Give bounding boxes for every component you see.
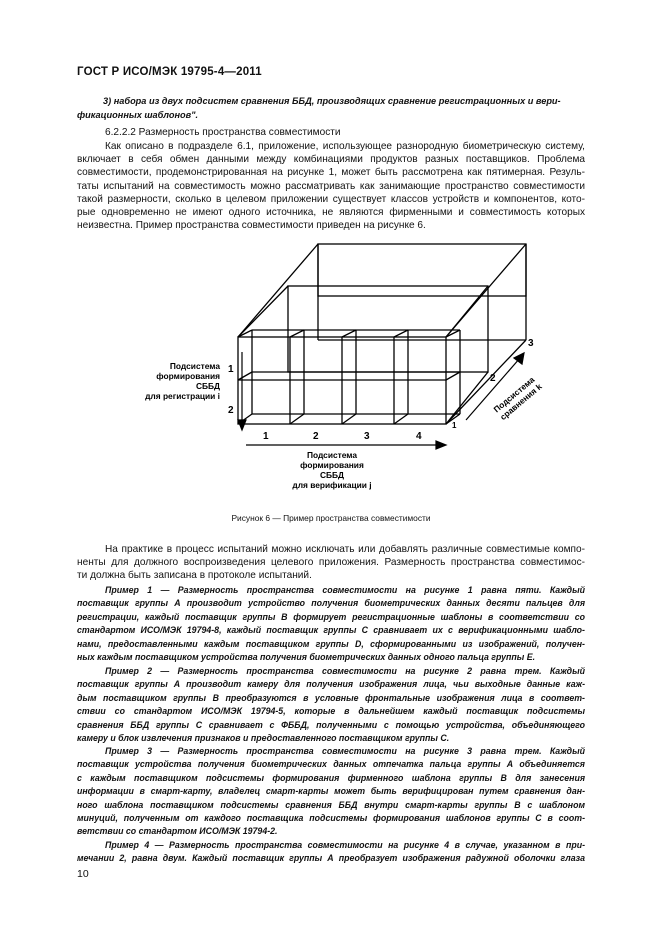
example-4: Пример 4 — Размерность пространства совм… — [77, 839, 585, 866]
right-tick: 2 — [490, 373, 496, 384]
intro-line: фикационных шаблонов". — [77, 110, 199, 120]
paragraph-line: включает в себя обмен данными между комб… — [77, 154, 585, 166]
left-axis-title: Подсистема формирования СББД для регистр… — [145, 361, 220, 401]
example-line: Пример 2 — Размерность пространства совм… — [105, 666, 585, 676]
left-axis-line: СББД — [196, 381, 220, 391]
bottom-axis-line: формирования — [300, 460, 364, 470]
example-3: Пример 3 — Размерность пространства совм… — [77, 745, 585, 839]
paragraph-line: ти должна быть записана в протоколе испы… — [77, 570, 312, 582]
paragraph-line: таты испытаний на совместимость можно ра… — [77, 180, 585, 192]
example-1: Пример 1 — Размерность пространства совм… — [77, 584, 585, 664]
bottom-axis-arrow — [246, 440, 448, 450]
example-line: регистрации, каждый поставщик группы В ф… — [77, 611, 585, 622]
paragraph-line: Как описано в подразделе 6.1, приложение… — [105, 141, 585, 152]
section-paragraph: Как описано в подразделе 6.1, приложение… — [77, 140, 585, 232]
example-line: ного шаблона поставщиком подсистемы срав… — [77, 799, 585, 810]
example-line: камеру и блок извлечения признаков и пре… — [77, 733, 450, 744]
figure-caption: Рисунок 6 — Пример пространства совмести… — [231, 513, 431, 523]
intro-line: 3) набора из двух подсистем сравнения ББ… — [103, 96, 561, 106]
example-line: мечании 2, равна двум. Каждый поставщик … — [77, 853, 585, 864]
example-line: ствии со стандартом ИСО/МЭК 19794-5, кот… — [77, 706, 585, 717]
example-line: информации в смарт-карту, владелец смарт… — [77, 786, 585, 797]
bottom-tick: 4 — [416, 431, 422, 442]
right-tick: 1 — [452, 421, 457, 430]
left-axis-arrow — [237, 352, 247, 432]
paragraph-line: неизвестна. Пример пространства совмести… — [77, 220, 426, 232]
left-axis-line: формирования — [156, 371, 220, 381]
bottom-tick: 3 — [364, 431, 370, 442]
right-axis-arrow — [465, 351, 525, 421]
right-tick: 3 — [528, 338, 534, 349]
example-line: поставщик группы А производит камеру для… — [77, 679, 585, 690]
after-figure-paragraph: На практике в процесс испытаний можно ис… — [77, 543, 585, 583]
box-k3-back — [317, 243, 527, 297]
example-line: Пример 1 — Размерность пространства совм… — [105, 585, 585, 595]
example-line: стандартом ИСО/МЭК 19794-8, каждый поста… — [77, 625, 585, 636]
example-line: сравнения ББД группы С сравнивает с ФББД… — [77, 719, 585, 730]
example-line: минуций, полученным от каждого поставщик… — [77, 813, 585, 824]
paragraph-line: совместимости, продемонстрированная на р… — [77, 167, 585, 179]
paragraph-line: рые одновременно не имеют одного источни… — [77, 207, 585, 219]
document-header: ГОСТ Р ИСО/МЭК 19795-4—2011 — [77, 66, 262, 78]
left-tick: 2 — [228, 405, 234, 416]
paragraph-line: На практике в процесс испытаний можно ис… — [105, 544, 585, 555]
bottom-tick: 1 — [263, 431, 269, 442]
example-line: поставщик устройства получения биометрич… — [77, 759, 585, 770]
example-line: Пример 4 — Размерность пространства совм… — [105, 840, 585, 850]
box-k3 — [317, 243, 527, 341]
bottom-axis-title: Подсистема формирования СББД для верифик… — [292, 450, 371, 490]
example-line: ных каждым поставщиком устройства получе… — [77, 652, 536, 663]
left-axis-line: Подсистема — [170, 361, 220, 371]
example-line: нами, предоставленными каждым поставщико… — [77, 638, 585, 649]
example-line: ветствии со стандартом ИСО/МЭК 19794-2. — [77, 826, 278, 837]
example-line: дым поставщиком группы В преобразуются в… — [77, 692, 585, 703]
front-grid — [237, 329, 461, 425]
intro-item: 3) набора из двух подсистем сравнения ББ… — [77, 94, 585, 122]
paragraph-line: ненты для должного воспроизведения целев… — [77, 557, 585, 569]
page-number: 10 — [77, 868, 89, 880]
example-line: с каждым поставщиком подсистемы формиров… — [77, 772, 585, 783]
example-2: Пример 2 — Размерность пространства совм… — [77, 665, 585, 745]
left-tick: 1 — [228, 364, 234, 375]
example-line: Пример 3 — Размерность пространства совм… — [105, 746, 585, 756]
bottom-axis-line: для верификации j — [292, 480, 371, 490]
section-heading: 6.2.2.2 Размерность пространства совмест… — [105, 127, 341, 138]
bottom-tick: 2 — [313, 431, 319, 442]
compatibility-space-figure: 1 2 1 2 3 4 1 2 3 Подсистема формировани… — [145, 243, 544, 490]
bottom-axis-line: Подсистема — [307, 450, 357, 460]
bottom-axis-line: СББД — [320, 470, 344, 480]
left-axis-line: для регистрации i — [145, 391, 220, 401]
paragraph-line: такой размерности, сколько в целевом при… — [77, 193, 585, 205]
example-line: поставщик группы А производит устройство… — [77, 598, 585, 609]
